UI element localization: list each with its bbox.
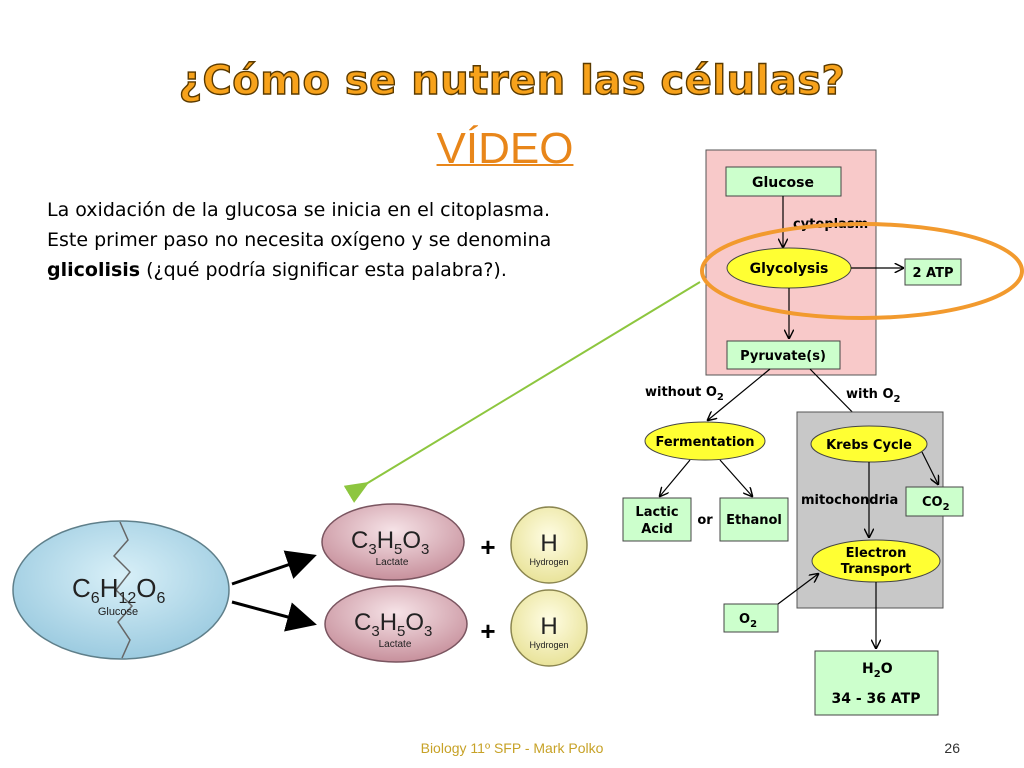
lactate-molecule-1 <box>321 503 465 581</box>
plus-sign-2: + <box>480 616 495 646</box>
paragraph-text-end: (¿qué podría significar esta palabra?). <box>140 259 507 281</box>
lactate-name-2: Lactate <box>379 639 412 650</box>
krebs-cycle-label: Krebs Cycle <box>826 438 912 453</box>
pyruvate-label: Pyruvate(s) <box>740 349 826 364</box>
hydrogen-molecule-2 <box>510 589 588 667</box>
plus-sign-1: + <box>480 532 495 562</box>
slide-title: ¿Cómo se nutren las células? <box>178 57 846 104</box>
glycolysis-highlight <box>700 222 1024 320</box>
without-oxygen-label: without O2 <box>645 385 724 403</box>
body-paragraph: La oxidación de la glucosa se inicia en … <box>47 195 577 285</box>
hydrogen-symbol-2: H <box>540 613 557 640</box>
video-link[interactable]: VÍDEO <box>436 124 574 173</box>
electron-transport-label-2: Transport <box>841 562 911 577</box>
pyruvate-box <box>726 340 841 370</box>
lactate-name-1: Lactate <box>376 557 409 568</box>
hydrogen-symbol-1: H <box>540 530 557 557</box>
glucose-label: Glucose <box>752 175 814 191</box>
lactic-acid-label-2: Acid <box>641 522 673 537</box>
hydrogen-name-1: Hydrogen <box>529 557 568 567</box>
footer-credit: Biology 11º SFP - Mark Polko <box>420 740 604 756</box>
water-atp-box <box>814 650 939 716</box>
lactate-formula-1: C3H5O3 <box>351 527 429 558</box>
atp-36-label: 34 - 36 ATP <box>832 691 921 707</box>
fermentation-label: Fermentation <box>655 435 754 450</box>
fermentation-oval <box>644 421 766 461</box>
split-line <box>112 521 134 659</box>
lactate-molecule-2 <box>324 585 468 663</box>
water-label: H2O <box>862 661 893 680</box>
o2-label: O2 <box>739 612 757 630</box>
glycolysis-term: glicolisis <box>47 259 141 281</box>
glucose-formula: C6H12O6 <box>72 573 166 607</box>
lactic-acid-label-1: Lactic <box>635 505 678 520</box>
lactic-acid-box <box>622 497 692 542</box>
paragraph-text: La oxidación de la glucosa se inicia en … <box>47 199 552 251</box>
ethanol-box <box>719 497 789 542</box>
with-oxygen-label: with O2 <box>846 387 901 405</box>
electron-transport-label-1: Electron <box>846 546 907 561</box>
glucose-molecule-name: Glucose <box>98 606 138 618</box>
glucose-box <box>725 166 842 197</box>
pointer-arrow <box>343 281 701 503</box>
or-label: or <box>697 513 713 528</box>
glycolysis-label: Glycolysis <box>750 261 829 277</box>
atp-2-box <box>904 258 962 286</box>
hydrogen-name-2: Hydrogen <box>529 640 568 650</box>
page-number: 26 <box>944 740 960 756</box>
co2-box <box>905 486 964 517</box>
hydrogen-molecule-1 <box>510 506 588 584</box>
co2-label: CO2 <box>922 495 950 513</box>
lactate-formula-2: C3H5O3 <box>354 609 432 640</box>
mitochondria-label: mitochondria <box>801 493 898 508</box>
atp-2-label: 2 ATP <box>912 266 953 281</box>
o2-box <box>723 603 779 633</box>
glucose-molecule <box>12 520 230 660</box>
ethanol-label: Ethanol <box>726 513 782 528</box>
